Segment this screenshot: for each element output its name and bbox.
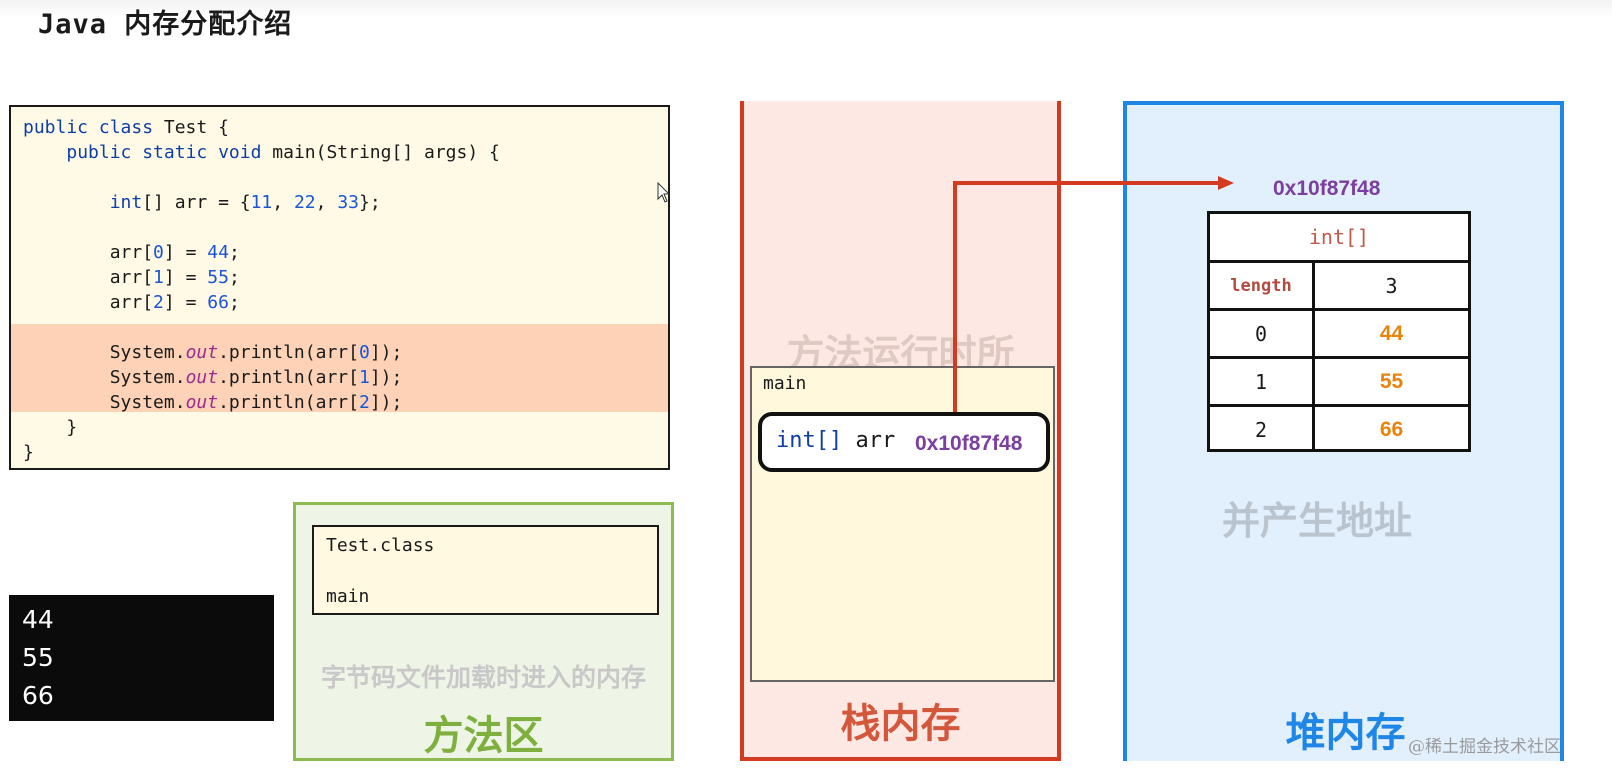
assign-value: 66 — [207, 292, 229, 313]
mouse-cursor-icon — [657, 182, 671, 203]
array-type-cell: int[] — [1308, 225, 1370, 249]
code-line-assign: arr[1] = 55; — [23, 267, 240, 288]
variable-box: int[] arr 0x10f87f48 — [758, 412, 1050, 472]
index-cell: 1 — [1254, 369, 1268, 394]
console-line: 55 — [22, 643, 54, 672]
code-line-print: System.out.println(arr[0]); — [23, 342, 403, 363]
code-line-close-class: } — [23, 442, 34, 463]
method-area-label: 方法区 — [423, 713, 544, 759]
heap-address: 0x10f87f48 — [1273, 177, 1381, 200]
code-panel: public class Test { public static void m… — [9, 105, 670, 470]
length-value-cell: 3 — [1385, 273, 1398, 298]
variable-declaration: int[] arr — [776, 428, 896, 453]
code-highlight — [11, 324, 668, 412]
console-line: 66 — [22, 681, 54, 710]
class-name: Test.class — [326, 535, 435, 556]
code-line-decl: int[] arr = {11, 22, 33}; — [109, 192, 381, 213]
code-line-print: System.out.println(arr[1]); — [23, 367, 403, 388]
method-area: Test.class main 字节码文件加载时进入的内存 方法区 — [293, 502, 674, 761]
table-column-divider — [1312, 263, 1315, 452]
page-title: Java 内存分配介绍 — [38, 9, 293, 40]
init-value: 22 — [293, 192, 316, 213]
arrow-line — [953, 181, 1220, 412]
code-line-class: public class Test { — [23, 117, 229, 138]
heap-faded-text: 并产生地址 — [1222, 499, 1413, 543]
init-value: 33 — [337, 192, 360, 213]
class-method: main — [326, 586, 370, 607]
variable-address: 0x10f87f48 — [915, 432, 1023, 455]
watermark: @稀土掘金技术社区 — [1408, 737, 1561, 757]
frame-name: main — [763, 373, 807, 394]
code-line-assign: arr[2] = 66; — [23, 292, 240, 313]
code-line-assign: arr[0] = 44; — [23, 242, 240, 263]
value-cell: 55 — [1379, 369, 1404, 393]
stack-memory: 方法运行时所 main int[] arr 0x10f87f48 栈内存 — [740, 101, 1061, 761]
code-line-close-method: } — [66, 417, 78, 438]
assign-value: 44 — [207, 242, 229, 263]
top-shade — [0, 0, 1612, 18]
print-index: 2 — [358, 392, 370, 413]
arrow-head-icon — [1218, 176, 1234, 190]
table-divider — [1210, 260, 1468, 263]
code-line-main: public static void main(String[] args) { — [66, 142, 500, 163]
assign-index: 1 — [153, 267, 164, 288]
console-output: 44 55 66 — [9, 595, 274, 721]
assign-index: 0 — [153, 242, 164, 263]
main-stack-frame: main int[] arr 0x10f87f48 — [750, 366, 1055, 682]
init-value: 11 — [250, 192, 273, 213]
heap-memory: 0x10f87f48 并产生地址 int[] length 3 0 44 1 5… — [1123, 101, 1564, 761]
print-index: 0 — [358, 342, 370, 363]
heap-label: 堆内存 — [1285, 710, 1406, 756]
index-cell: 2 — [1254, 417, 1268, 442]
method-area-description: 字节码文件加载时进入的内存 — [320, 663, 646, 692]
table-divider — [1210, 356, 1468, 359]
print-index: 1 — [358, 367, 370, 388]
array-object: int[] length 3 0 44 1 55 2 66 — [1207, 211, 1471, 452]
table-divider — [1210, 308, 1468, 311]
code-line-print: System.out.println(arr[2]); — [23, 392, 403, 413]
value-cell: 44 — [1379, 321, 1404, 345]
index-cell: 0 — [1254, 321, 1268, 346]
length-label-cell: length — [1230, 275, 1292, 296]
assign-index: 2 — [153, 292, 164, 313]
assign-value: 55 — [207, 267, 229, 288]
table-divider — [1210, 404, 1468, 407]
stack-label: 栈内存 — [840, 701, 961, 747]
value-cell: 66 — [1379, 417, 1404, 441]
console-line: 44 — [22, 605, 54, 634]
class-box: Test.class main — [312, 525, 659, 615]
